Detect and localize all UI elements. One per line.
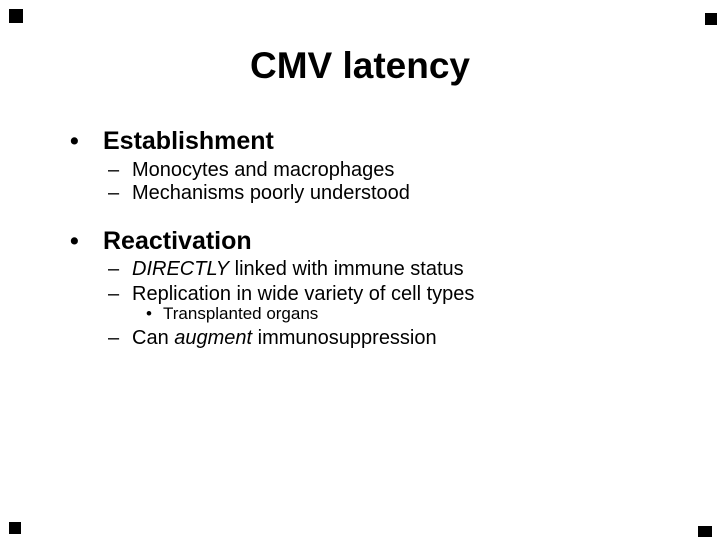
sub-bullet-text: Mechanisms poorly understood [132,182,410,204]
sub-bullet-mechanisms: – Mechanisms poorly understood [0,183,720,263]
sub-bullet-text: Monocytes and macrophages [132,159,395,181]
sub-sub-bullet-text: Transplanted organs [163,304,319,323]
italic-word: DIRECTLY [132,258,230,280]
slide-title: CMV latency [249,45,470,86]
bullet-icon: • [70,127,79,155]
bullet-line-reactivation: • Reactivation [0,229,720,329]
dash-icon: – [108,182,120,204]
plain-text: linked with immune status [229,258,464,280]
sub-bullet-monocytes: – Monocytes and macrophages [0,160,720,240]
corner-mark-bottom-right [698,526,712,537]
plain-text: Can [132,327,175,349]
sub-bullet-augment: – Can augment immunosuppression [0,328,720,408]
bullet-line-establishment: • Establishment [0,129,720,229]
dash-icon: – [108,327,120,349]
bullet-icon: • [70,227,79,255]
dash-icon: – [108,283,120,305]
plain-text: immunosuppression [252,327,437,349]
bullet-icon: • [146,304,152,323]
dash-icon: – [108,258,120,280]
sub-bullet-text: DIRECTLY linked with immune status [132,259,464,279]
sub-bullet-text: Replication in wide variety of cell type… [132,283,475,305]
corner-mark-top-right [705,13,717,25]
sub-bullet-directly: – DIRECTLY linked with immune status [0,259,720,339]
corner-mark-bottom-left [9,522,21,534]
corner-mark-top-left [9,9,23,23]
dash-icon: – [108,159,120,181]
sub-bullet-text: Can augment immunosuppression [132,328,437,348]
establishment-heading: Establishment [103,127,274,155]
sub-bullet-replication: – Replication in wide variety of cell ty… [0,284,720,364]
sub-sub-bullet-transplanted: • Transplanted organs [0,305,720,373]
reactivation-heading: Reactivation [103,227,252,255]
italic-word: augment [174,327,253,349]
